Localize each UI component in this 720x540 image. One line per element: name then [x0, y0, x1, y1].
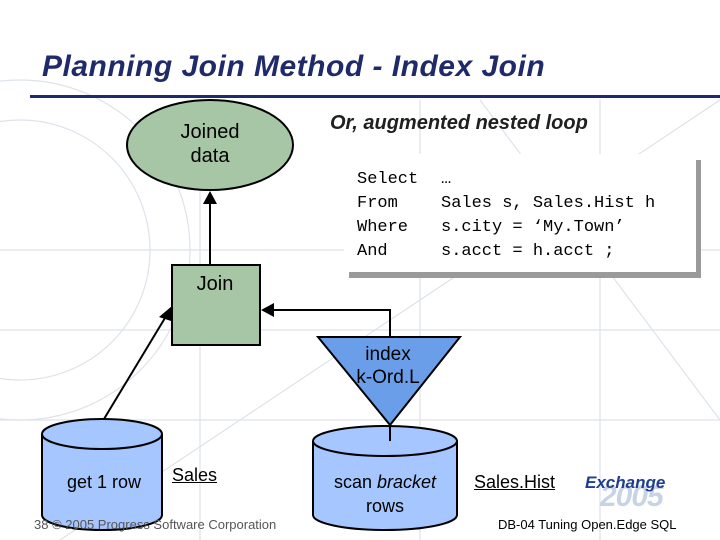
diagram-subtitle: Or, augmented nested loop: [330, 112, 588, 134]
arrow-up-to-joined: [203, 191, 217, 204]
join-box: [171, 264, 261, 346]
footer-copyright: 38 © 2005 Progress Software Corporation: [34, 517, 277, 532]
scan-cylinder: [312, 425, 458, 531]
joined-data-line-2: data: [190, 145, 230, 167]
code-text: s.city = ‘My.Town’: [441, 218, 625, 237]
bracket-word: bracket: [377, 472, 437, 492]
sales-table-label: Sales: [172, 465, 218, 485]
scan-bracket-label: scan bracket rows: [315, 470, 455, 518]
code-line: Where s.city = ‘My.Town’: [357, 218, 625, 237]
index-line-1: index: [365, 344, 411, 365]
joined-data-line-1: Joined: [180, 121, 240, 143]
code-line: From Sales s, Sales.Hist h: [357, 194, 655, 213]
code-line: Select …: [357, 170, 451, 189]
sales-hist-table-label: Sales.Hist: [474, 472, 556, 492]
arrow-to-join-corner: [159, 306, 172, 321]
code-keyword: And: [357, 242, 388, 261]
index-line-2: k-Ord.L: [356, 367, 420, 388]
code-keyword: Where: [357, 218, 409, 237]
page-title: Planning Join Method - Index Join: [42, 50, 546, 83]
exchange-logo-word: Exchange: [585, 473, 666, 492]
arrowheads: [159, 191, 274, 321]
code-line: And s.acct = h.acct ;: [357, 242, 614, 261]
code-keyword: Select: [357, 170, 419, 189]
exchange-logo-year: 2005: [600, 480, 664, 513]
arrow-left-to-join: [261, 303, 274, 317]
sql-code-box: Select … From Sales s, Sales.Hist h Where s…: [344, 154, 696, 272]
join-label: Join: [196, 273, 234, 295]
scan-word: scan: [333, 472, 377, 492]
connectors: [103, 202, 391, 441]
title-underline: [30, 95, 720, 98]
index-label: index k-Ord.L: [318, 343, 458, 389]
joined-data-ellipse: [126, 99, 294, 191]
code-keyword: From: [357, 194, 398, 213]
code-text: …: [441, 170, 452, 189]
get-row-cylinder: [41, 418, 163, 531]
code-text: s.acct = h.acct ;: [441, 242, 615, 261]
get-row-label: get 1 row: [66, 472, 142, 492]
scan-line-1: scan bracket: [315, 470, 455, 494]
joined-data-label: Joined data: [150, 120, 270, 168]
footer-session: DB-04 Tuning Open.Edge SQL: [498, 517, 677, 532]
scan-line-2: rows: [365, 496, 404, 516]
code-text: Sales s, Sales.Hist h: [441, 194, 656, 213]
